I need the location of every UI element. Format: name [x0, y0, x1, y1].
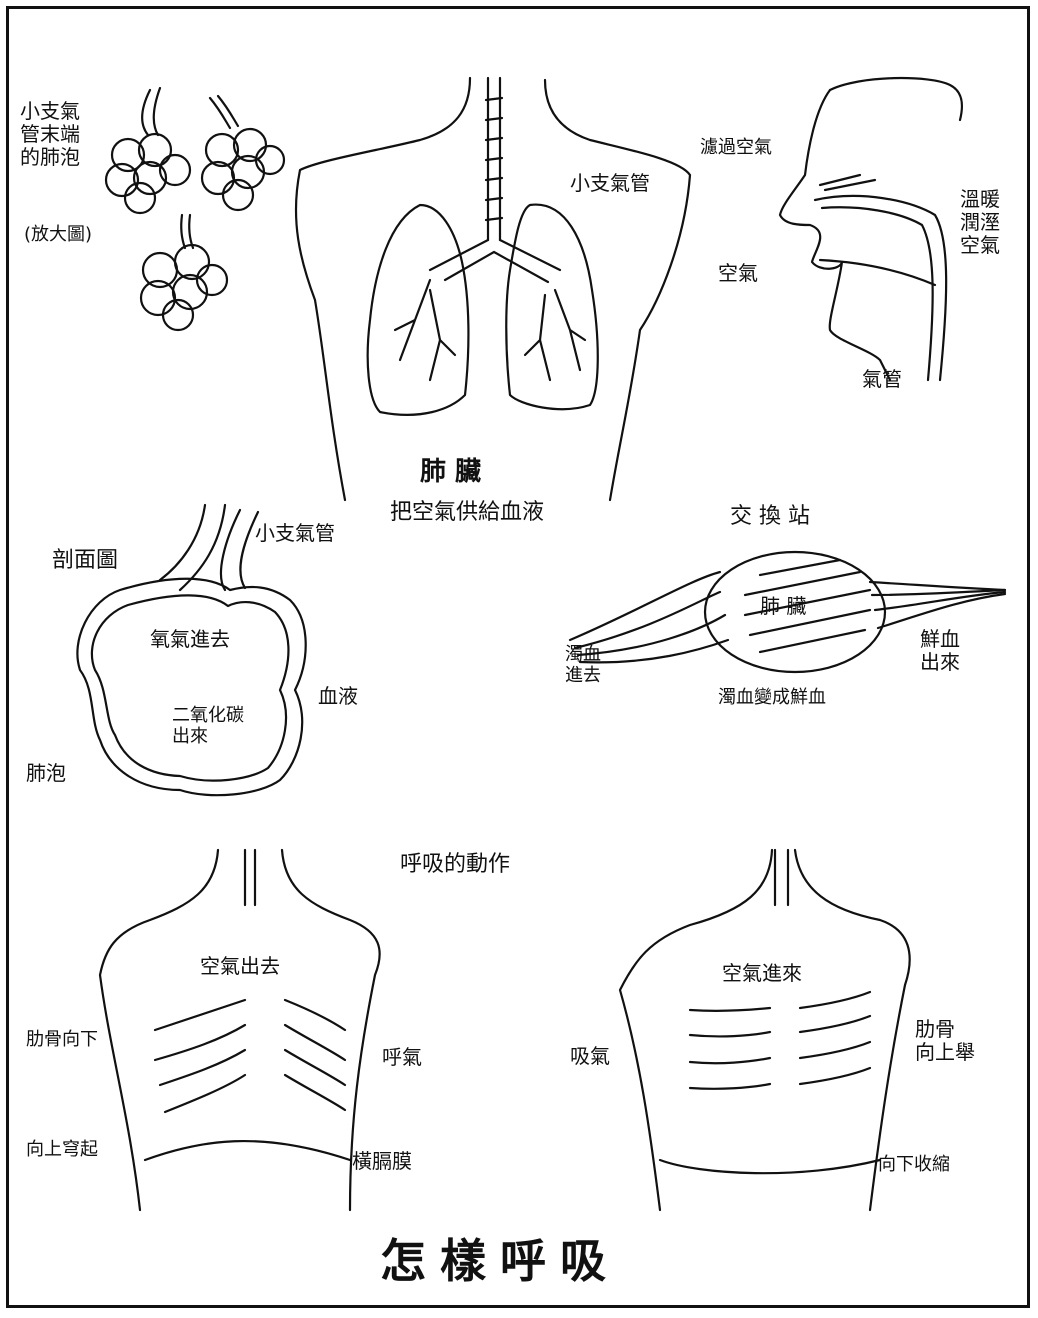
cross-section-title: 剖面圖: [52, 548, 118, 573]
dirty-blood-in-label: 濁血 進去: [565, 645, 601, 686]
inhale-label: 吸氣: [570, 1045, 610, 1068]
lungs-subtitle: 把空氣供給血液: [390, 500, 544, 525]
lungs-title: 肺 臟: [420, 458, 481, 488]
alveoli-clusters-drawing: [106, 88, 284, 330]
dirty-blood-in-line-2: 進去: [565, 666, 601, 687]
lungs-bronchiole-label: 小支氣管: [570, 172, 650, 195]
diaphragm-label: 橫膈膜: [352, 1150, 412, 1173]
arch-up-label: 向上穹起: [26, 1140, 98, 1161]
fresh-blood-out-line-1: 鮮血: [920, 628, 960, 651]
air-in-label: 空氣進來: [722, 962, 802, 985]
nose-warm-line-2: 潤溼: [960, 211, 1000, 234]
nose-warm-line-1: 溫暖: [960, 188, 1000, 211]
contract-down-label: 向下收縮: [878, 1155, 950, 1176]
fresh-blood-out-line-2: 出來: [920, 651, 960, 674]
nasal-airway-drawing: [780, 78, 962, 380]
exchange-lung-label: 肺 臟: [760, 595, 806, 618]
ribs-down-label: 肋骨向下: [26, 1030, 98, 1051]
exchange-title: 交 換 站: [730, 504, 810, 529]
nose-warm-line-3: 空氣: [960, 234, 1000, 257]
oxygen-in-label: 氧氣進去: [150, 628, 230, 651]
alveoli-caption-line-1: 小支氣: [20, 100, 80, 123]
ribs-up-label: 肋骨 向上舉: [915, 1018, 975, 1064]
co2-out-line-2: 出來: [172, 727, 244, 748]
air-out-label: 空氣出去: [200, 955, 280, 978]
ribs-up-line-2: 向上舉: [915, 1041, 975, 1064]
breathing-title: 呼吸的動作: [400, 852, 510, 877]
alveoli-caption: 小支氣 管末端 的肺泡: [20, 100, 80, 169]
nose-filter-label: 濾過空氣: [700, 138, 772, 159]
fresh-blood-out-label: 鮮血 出來: [920, 628, 960, 674]
nose-trachea-label: 氣管: [862, 368, 902, 391]
page-title: 怎樣呼吸: [380, 1235, 620, 1288]
ribs-up-line-1: 肋骨: [915, 1018, 975, 1041]
lungs-torso-drawing: [296, 78, 690, 500]
co2-out-line-1: 二氧化碳: [172, 706, 244, 727]
blood-label: 血液: [318, 685, 358, 708]
inhale-torso-drawing: [620, 850, 910, 1210]
cross-section-bronchiole-label: 小支氣管: [255, 522, 335, 545]
blood-transform-label: 濁血變成鮮血: [718, 688, 826, 709]
nose-air-label: 空氣: [718, 262, 758, 285]
co2-out-label: 二氧化碳 出來: [172, 706, 244, 747]
alveoli-caption-line-2: 管末端: [20, 123, 80, 146]
alveoli-caption-line-3: 的肺泡: [20, 146, 80, 169]
exhale-torso-drawing: [100, 850, 380, 1210]
alveolus-label: 肺泡: [26, 762, 66, 785]
dirty-blood-in-line-1: 濁血: [565, 645, 601, 666]
exhale-label: 呼氣: [382, 1046, 422, 1069]
alveoli-caption-note: (放大圖): [24, 225, 92, 246]
nose-warm-label: 溫暖 潤溼 空氣: [960, 188, 1000, 257]
